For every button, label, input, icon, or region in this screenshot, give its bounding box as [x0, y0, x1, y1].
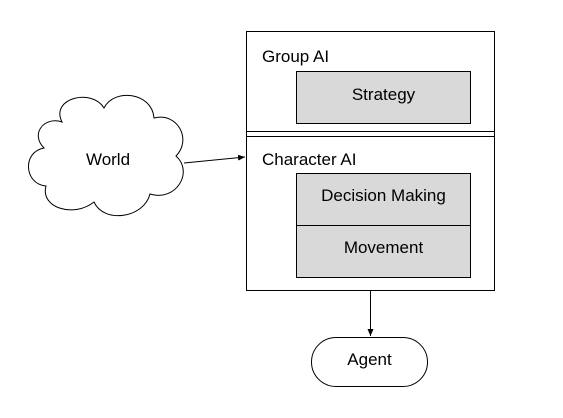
- decision-making-label: Decision Making: [321, 186, 446, 205]
- movement-label: Movement: [344, 238, 424, 257]
- agent-node: Agent: [311, 337, 428, 387]
- movement-module: [296, 225, 471, 278]
- strategy-label: Strategy: [352, 85, 416, 104]
- character-ai-label: Character AI: [262, 150, 357, 169]
- world-label: World: [86, 150, 130, 169]
- strategy-module: [296, 71, 471, 124]
- agent-label: Agent: [347, 350, 392, 369]
- world-node: World: [28, 94, 184, 217]
- group-ai-label: Group AI: [262, 47, 329, 66]
- arrow-world-to-character-ai: [183, 154, 246, 164]
- world-cloud-shape: [28, 94, 184, 217]
- agent-shape: [311, 337, 428, 387]
